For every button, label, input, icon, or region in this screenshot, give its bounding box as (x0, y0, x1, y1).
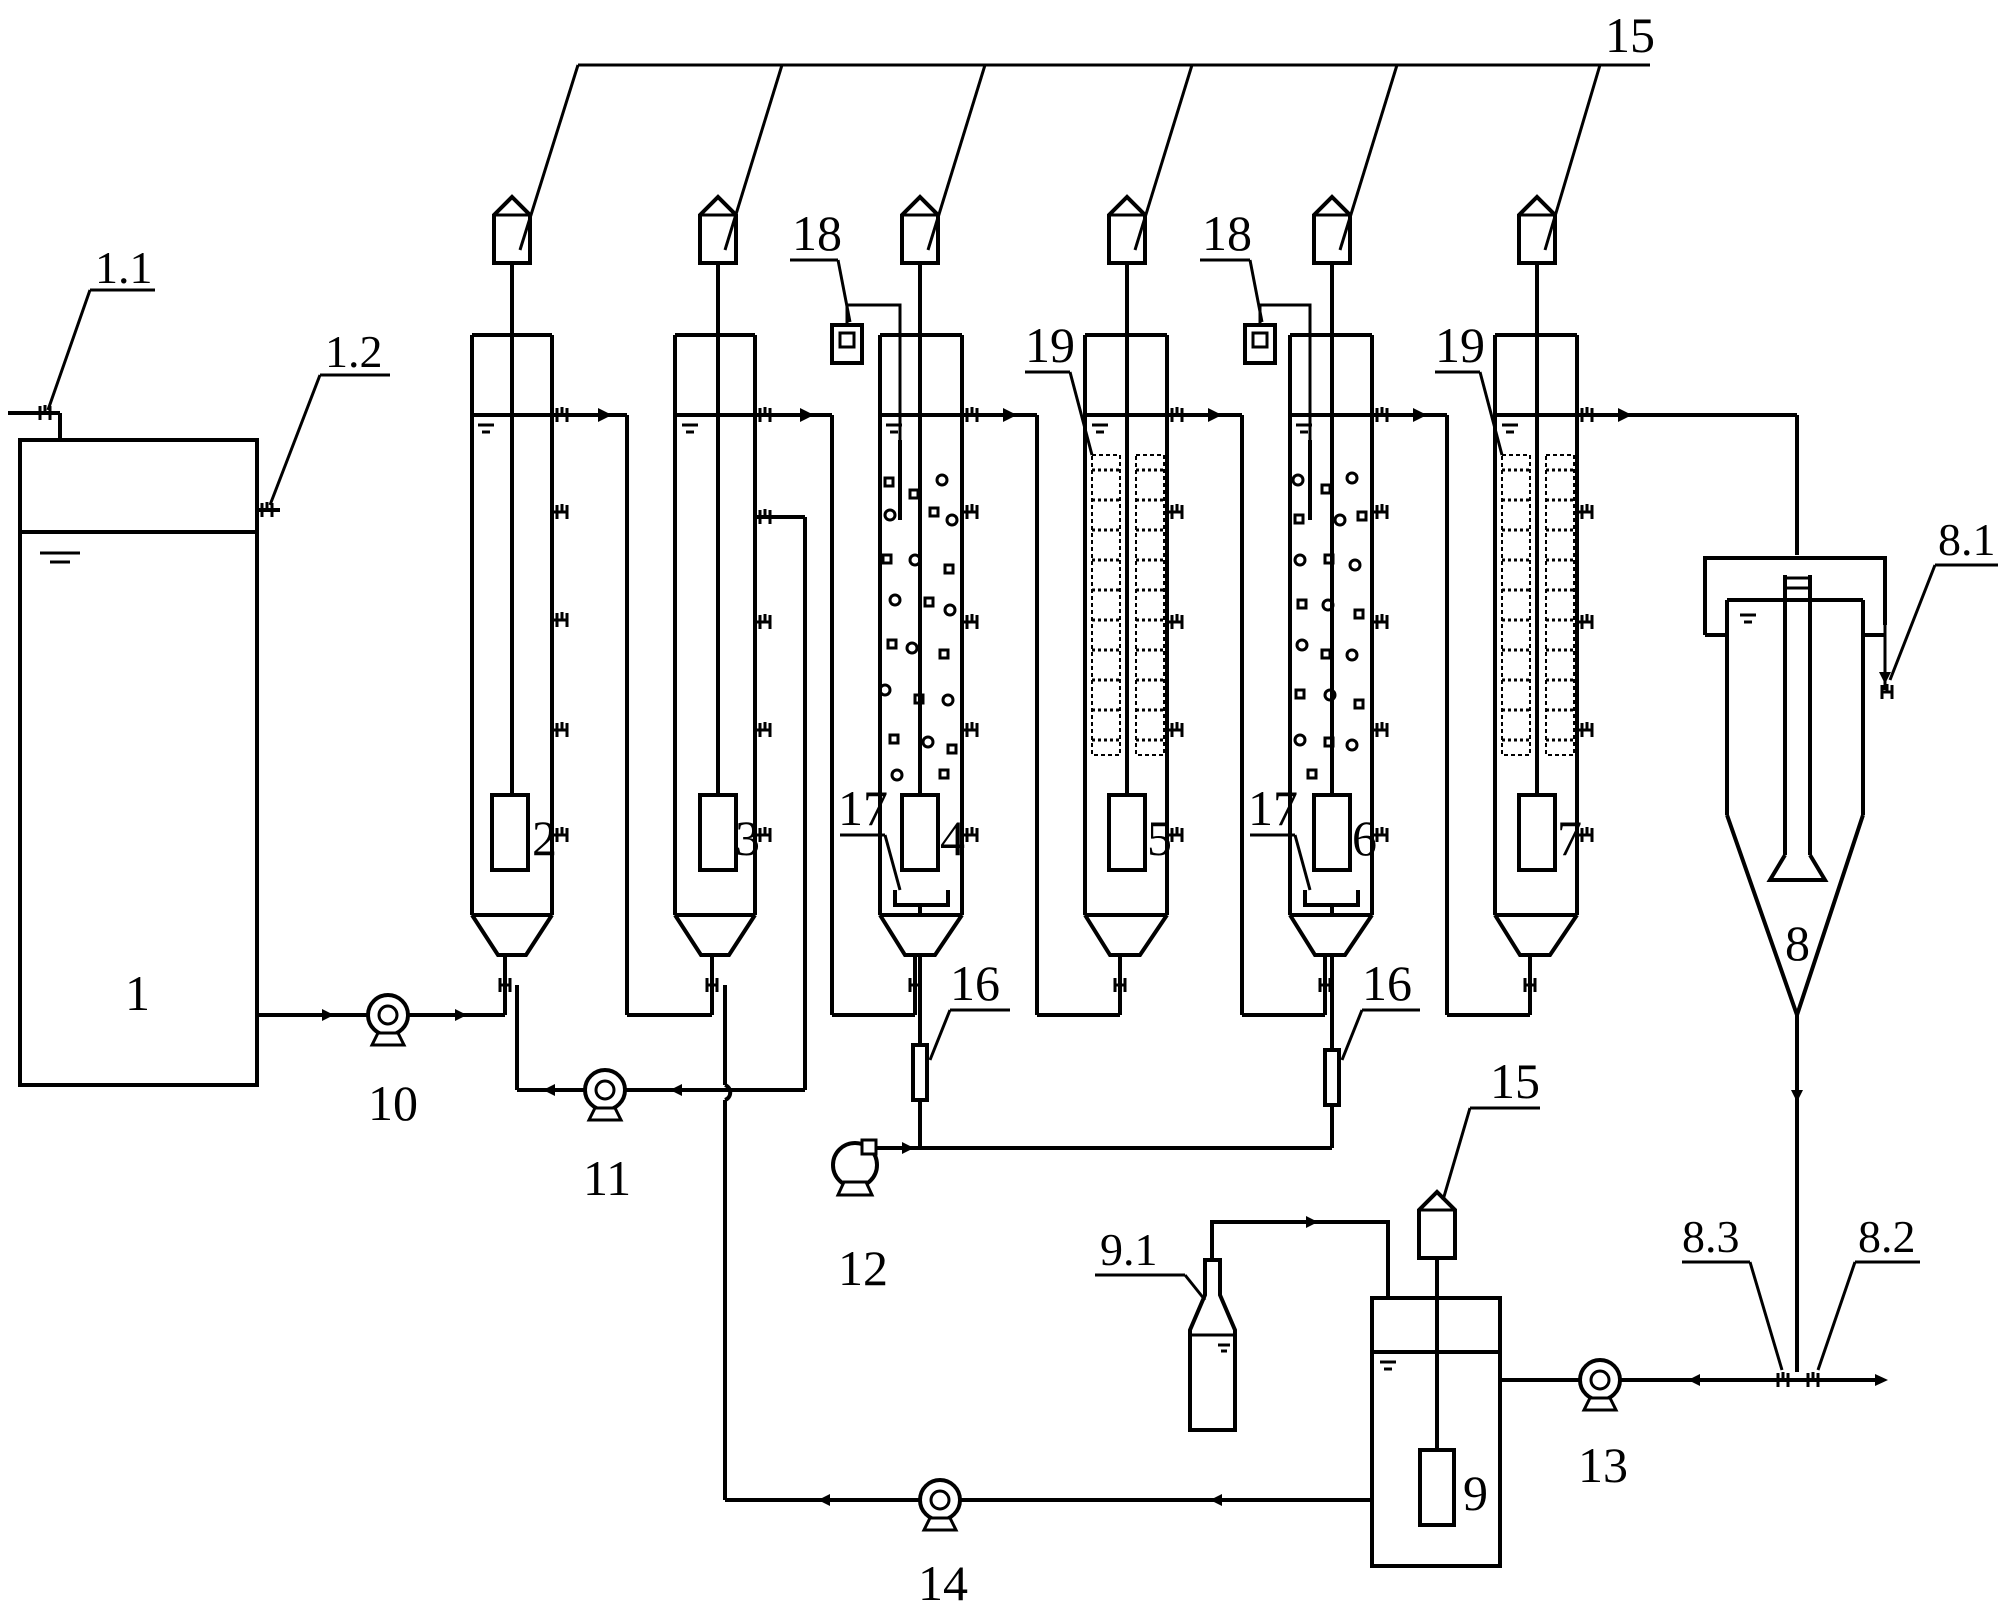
label-17-a: 17 (838, 780, 888, 836)
leader-8-2: 8.2 (1816, 1211, 1920, 1371)
tank-9: 9 (1370, 1250, 1502, 1568)
overflow-4-5 (880, 405, 1122, 1017)
label-15-top: 15 (1605, 7, 1655, 63)
recirculation-line (515, 515, 807, 1096)
leader-16-a: 16 (928, 955, 1010, 1061)
overflow-3-4 (675, 405, 917, 1017)
leader-1-2: 1.2 (268, 326, 390, 506)
label-18-a: 18 (792, 205, 842, 261)
leader-8-3: 8.3 (1682, 1211, 1784, 1371)
overflow-2-3 (472, 405, 714, 1017)
reactor-6-label: 6 (1352, 810, 1377, 866)
carrier-particles-4 (878, 473, 959, 782)
tank-9-label: 9 (1463, 1465, 1488, 1521)
label-8-2: 8.2 (1858, 1211, 1916, 1262)
motor-tank-9 (1417, 1190, 1457, 1260)
label-1-1: 1.1 (95, 242, 153, 293)
reactor-4: 4 (878, 255, 979, 994)
pump-13-label: 13 (1578, 1437, 1628, 1493)
pump-10-label: 10 (368, 1075, 418, 1131)
pump-13 (1578, 1358, 1622, 1412)
leader-17-a: 17 (838, 780, 902, 891)
label-1-2: 1.2 (325, 326, 383, 377)
motor-reactor-2 (492, 195, 532, 265)
pump-10 (366, 993, 410, 1047)
leader-15-bottom: 15 (1441, 1053, 1540, 1201)
air-line-a (911, 955, 929, 1148)
label-19-b: 19 (1435, 317, 1485, 373)
pump-11 (583, 1068, 627, 1122)
label-16-b: 16 (1362, 955, 1412, 1011)
label-8-3: 8.3 (1682, 1211, 1740, 1262)
overflow-5-6 (1085, 405, 1327, 1017)
fixed-media-7 (1501, 454, 1575, 756)
label-18-b: 18 (1202, 205, 1252, 261)
reactor-6: 6 (1288, 255, 1389, 994)
feed-line (257, 985, 507, 1021)
leader-15-top: 15 (518, 7, 1655, 251)
label-16-a: 16 (950, 955, 1000, 1011)
air-line-b (875, 955, 1341, 1154)
label-8-1: 8.1 (1938, 514, 1996, 565)
leader-19-b: 19 (1435, 317, 1504, 456)
reactor-2-label: 2 (532, 810, 557, 866)
probe-18-a (830, 303, 902, 440)
pump-14 (918, 1478, 962, 1532)
leader-19-a: 19 (1025, 317, 1094, 456)
sludge-return-line (723, 985, 1370, 1506)
leader-18-b: 18 (1200, 205, 1264, 323)
tank-1-label: 1 (125, 965, 150, 1021)
clarifier-8: 8 (1703, 556, 1894, 1372)
reactor-7: 7 (1493, 255, 1594, 994)
reactor-7-label: 7 (1557, 810, 1582, 866)
pump-14-label: 14 (918, 1555, 968, 1611)
leader-9-1: 9.1 (1095, 1224, 1207, 1301)
dosing-bottle-9-1 (1188, 1216, 1390, 1432)
reactor-3: 3 (673, 255, 772, 994)
blower-12-label: 12 (838, 1240, 888, 1296)
label-19-a: 19 (1025, 317, 1075, 373)
leader-18-a: 18 (790, 205, 852, 323)
raw-water-tank: 1 (8, 403, 280, 1087)
probe-18-b (1243, 303, 1312, 440)
carrier-particles-6 (1291, 471, 1368, 780)
reactor-3-label: 3 (735, 810, 760, 866)
leader-1-1: 1.1 (46, 242, 155, 411)
reactor-2: 2 (470, 255, 569, 994)
overflow-6-7 (1290, 405, 1532, 1017)
label-17-b: 17 (1248, 780, 1298, 836)
label-15-bottom: 15 (1490, 1053, 1540, 1109)
clarifier-8-label: 8 (1785, 915, 1810, 971)
fixed-media-5 (1091, 454, 1165, 756)
blower-12 (831, 1138, 879, 1197)
pump-11-label: 11 (583, 1150, 631, 1206)
reactor-5-label: 5 (1147, 810, 1172, 866)
leader-8-1: 8.1 (1888, 514, 1998, 681)
reactor-4-label: 4 (940, 810, 965, 866)
label-9-1: 9.1 (1100, 1224, 1158, 1275)
leader-16-b: 16 (1340, 955, 1420, 1061)
leader-17-b: 17 (1248, 780, 1312, 891)
reactor-5: 5 (1083, 255, 1184, 994)
overflow-7-8 (1495, 405, 1799, 555)
